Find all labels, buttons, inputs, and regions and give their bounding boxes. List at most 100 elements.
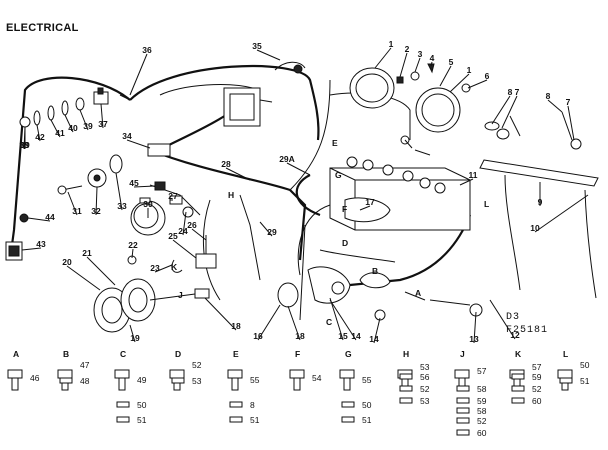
letter-marker: K: [171, 262, 178, 272]
washer-41: [47, 105, 55, 121]
legend-letter: D: [175, 349, 181, 359]
callout-label: 42: [35, 132, 45, 142]
legend-letter: G: [345, 349, 352, 359]
legend-part-number: 58: [477, 384, 487, 394]
legend-part-number: 53: [420, 396, 430, 406]
relay-26: [195, 253, 217, 269]
callout-label: 7: [566, 97, 571, 107]
letter-marker: H: [228, 190, 234, 200]
callout-label: 14: [369, 334, 379, 344]
drawing-code-line-1: D3: [506, 312, 521, 323]
callout-label: 20: [62, 257, 72, 267]
callout-label: 9: [538, 197, 543, 207]
callout-label: 41: [55, 128, 65, 138]
legend-part-number: 52: [477, 416, 487, 426]
legend-part-number: 52: [420, 384, 430, 394]
legend-part-number: 59: [477, 396, 487, 406]
callout-label: 29A: [279, 154, 295, 164]
legend-part-number: 51: [250, 415, 260, 425]
legend-part-number: 55: [250, 375, 260, 385]
callout-label: 16: [253, 331, 263, 341]
connector-35: [147, 143, 171, 157]
callout-label: 43: [36, 239, 46, 249]
connector-group: [5, 213, 29, 261]
legend-letter: F: [295, 349, 300, 359]
callout-label: 14: [351, 331, 361, 341]
legend-part-number: 51: [362, 415, 372, 425]
callout-label: 4: [430, 53, 435, 63]
legend-part-number: 47: [80, 360, 90, 370]
callout-label: 1: [467, 65, 472, 75]
legend-letter: A: [13, 349, 19, 359]
legend-part-number: 55: [362, 375, 372, 385]
legend-part-number: 57: [477, 366, 487, 376]
horn-group: [93, 278, 210, 333]
callout-label: 10: [530, 223, 540, 233]
legend-part-number: 50: [580, 360, 590, 370]
bulb-group: [484, 111, 582, 150]
part-24: [171, 259, 183, 273]
legend-part-number: 50: [362, 400, 372, 410]
callout-label: 27: [168, 191, 178, 201]
callout-label: 6: [485, 71, 490, 81]
ignition-group: [57, 154, 123, 195]
legend-part-number: 51: [580, 376, 590, 386]
battery-group: [295, 156, 471, 231]
callout-label: 35: [252, 41, 262, 51]
callout-label: 12: [510, 330, 520, 340]
letter-marker: C: [326, 317, 332, 327]
clamp-18: [344, 197, 391, 223]
hardware-legend: A46B4748C495051D5253E55851F54G555051H535…: [7, 349, 590, 438]
switch-hardware-group: [19, 87, 109, 128]
callout-label: 13: [469, 334, 479, 344]
callout-label: 31: [72, 206, 82, 216]
callout-label: 2: [405, 44, 410, 54]
legend-part-number: 59: [532, 372, 542, 382]
bolt-2: [396, 76, 404, 84]
drawing-code-line-2: F25181: [506, 325, 549, 336]
callout-label: 24: [178, 226, 188, 236]
legend-part-number: 48: [80, 376, 90, 386]
callout-label: 25: [168, 231, 178, 241]
washer-40: [61, 100, 69, 116]
callout-label: 18: [231, 321, 241, 331]
legend-part-number: 60: [477, 428, 487, 438]
legend-letter: K: [515, 349, 522, 359]
callout-label: 39: [20, 140, 30, 150]
callout-label: 18: [295, 331, 305, 341]
relay-group: [127, 235, 217, 273]
legend-part-number: 60: [532, 396, 542, 406]
callout-label: 29: [267, 227, 277, 237]
letter-marker: J: [178, 290, 183, 300]
callout-label: 45: [129, 178, 139, 188]
callout-label: 28: [221, 159, 231, 169]
junction-area: [147, 64, 303, 157]
callout-label: 17: [365, 197, 375, 207]
starter-group: [277, 266, 483, 321]
callout-label: 30: [143, 199, 153, 209]
callout-label: 7: [515, 87, 520, 97]
callout-label: 19: [130, 333, 140, 343]
letter-marker: L: [484, 199, 489, 209]
legend-part-number: 50: [137, 400, 147, 410]
bolt-6: [461, 83, 471, 93]
legend-part-number: 46: [30, 373, 40, 383]
letter-marker: D: [342, 238, 348, 248]
legend-letter: J: [460, 349, 465, 359]
legend-part-number: 58: [477, 406, 487, 416]
diagram-title: ELECTRICAL: [6, 22, 79, 34]
legend-letter: C: [120, 349, 126, 359]
connector-19: [194, 288, 210, 299]
legend-part-number: 49: [137, 375, 147, 385]
letter-marker: A: [415, 288, 421, 298]
legend-letter: B: [63, 349, 69, 359]
callout-label: 32: [91, 206, 101, 216]
legend-part-number: 57: [532, 362, 542, 372]
letter-marker: B: [372, 266, 378, 276]
legend-letter: H: [403, 349, 409, 359]
washer-34: [109, 154, 123, 174]
legend-part-number: 56: [420, 372, 430, 382]
legend-part-number: 53: [192, 376, 202, 386]
